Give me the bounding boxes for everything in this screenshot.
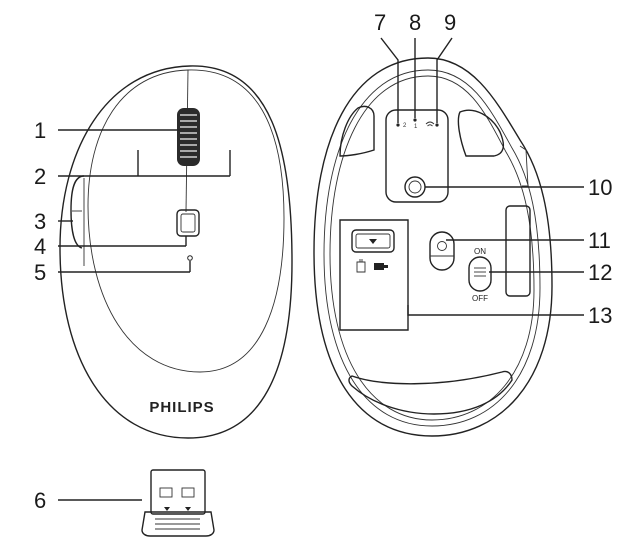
led-indicator [187, 255, 193, 261]
usb-plug-icon [374, 263, 384, 270]
side-slot [505, 205, 531, 297]
indicator-9 [435, 123, 439, 127]
wifi-icon [425, 121, 435, 127]
foot-bottom [348, 370, 513, 415]
leader-lines [58, 37, 584, 501]
sensor-panel [385, 109, 449, 203]
battery-cover [339, 219, 409, 331]
callout-6: 6 [34, 488, 46, 513]
bottom-view-body [313, 57, 553, 437]
receiver-grip [141, 511, 215, 537]
callout-5: 5 [34, 260, 46, 285]
indicator-8 [413, 118, 417, 122]
indicator-7 [396, 123, 400, 127]
switch-label-on: ON [474, 247, 486, 256]
usb-receiver [141, 469, 215, 537]
callout-11: 11 [588, 228, 611, 253]
bottom-view-inner-rim-2 [329, 75, 535, 421]
switch-label-off: OFF [472, 294, 488, 303]
optical-sensor [404, 176, 426, 198]
callout-4: 4 [34, 234, 46, 259]
eject-arrow-icon [369, 239, 377, 244]
bottom-view-side-tab [519, 145, 529, 187]
callout-9: 9 [444, 10, 456, 35]
callout-7: 7 [374, 10, 386, 35]
callout-1: 1 [34, 118, 46, 143]
mouse-bottom-view: 2 1 ON OFF [313, 57, 553, 437]
bottom-view-inner-rim [323, 69, 541, 427]
receiver-plug [150, 469, 206, 515]
top-view-shell [87, 69, 285, 373]
receiver-slot [351, 229, 395, 253]
dpi-label-2: 2 [403, 123, 407, 129]
callout-10: 10 [588, 175, 612, 200]
brand-logo: PHILIPS [149, 399, 214, 416]
pairing-button [429, 231, 455, 271]
dpi-label-1: 1 [414, 124, 418, 130]
mouse-top-view: PHILIPS [59, 65, 293, 439]
callout-13: 13 [588, 303, 612, 328]
dpi-button [176, 209, 200, 237]
receiver-storage-icon [356, 259, 366, 273]
callout-8: 8 [409, 10, 421, 35]
side-buttons [70, 175, 85, 249]
callout-12: 12 [588, 260, 612, 285]
callout-2: 2 [34, 164, 46, 189]
top-view-body [59, 65, 293, 439]
foot-top-left [339, 105, 375, 157]
power-switch [468, 256, 492, 292]
callout-3: 3 [34, 209, 46, 234]
dpi-button-inner [180, 213, 196, 233]
foot-top-right [457, 109, 505, 157]
callout-numbers: 1 2 3 4 5 6 7 8 9 10 11 12 13 [34, 10, 612, 513]
